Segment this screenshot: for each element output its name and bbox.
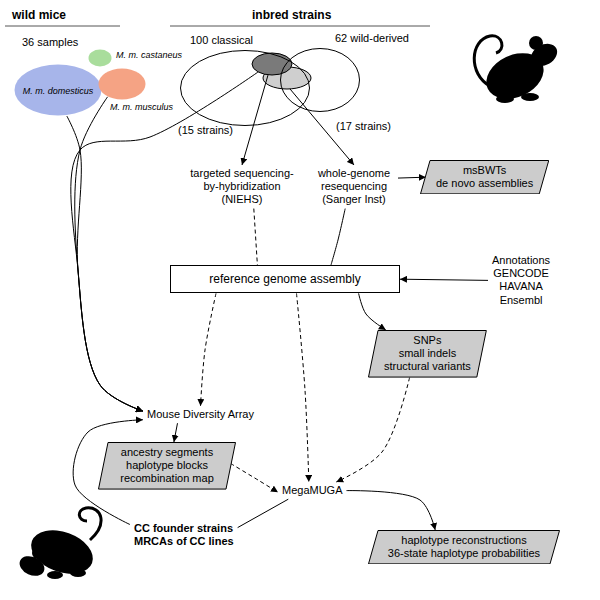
node-text: MRCAs of CC lines: [134, 535, 234, 548]
node-text: 62 wild-derived: [335, 32, 409, 45]
node-text: M. m. musculus: [110, 102, 173, 113]
data-parallelogram: SNPssmall indelsstructural variants: [368, 330, 487, 378]
node-text: M. m. domesticus: [14, 86, 102, 97]
node-text: ancestry segments: [114, 446, 220, 459]
subspecies-ellipse: M. m. castaneus: [88, 49, 112, 67]
node-text: Annotations: [492, 254, 550, 267]
connector: [398, 177, 426, 179]
mouse-silhouette: [16, 508, 101, 582]
node-text: msBWTs: [436, 164, 533, 177]
connector: [359, 293, 386, 330]
node-text: small indels: [384, 347, 471, 360]
ellipse-outline: [280, 48, 360, 112]
ellipse-shape: [15, 65, 102, 116]
connector: [75, 97, 143, 411]
node-text: (NIEHS): [187, 193, 297, 206]
process-box: reference genome assembly: [170, 265, 400, 293]
column-header: inbred strains: [252, 8, 331, 22]
data-parallelogram: msBWTsde novo assemblies: [420, 160, 549, 194]
ellipse-outline: [88, 49, 112, 67]
node-text: HAVANA: [492, 280, 550, 293]
annotation-text: AnnotationsGENCODEHAVANAEnsembl: [488, 252, 554, 309]
array-text: Mouse Diversity Array: [143, 406, 258, 423]
connector: [174, 423, 178, 442]
parallelogram-shape: [421, 161, 549, 194]
connector: [400, 279, 488, 280]
parallelogram-shape: [99, 443, 236, 490]
header-rule: [170, 26, 430, 27]
node-text: MegaMUGA: [282, 484, 343, 497]
mouse-silhouette: [474, 36, 561, 108]
node-text: M. m. castaneus: [116, 50, 182, 61]
strain-set-ellipse: 100 classical: [180, 50, 310, 126]
ellipse-shape: [99, 69, 146, 100]
data-parallelogram: ancestry segmentshaplotype blocksrecombi…: [98, 442, 236, 490]
ellipse-outline: [98, 68, 146, 100]
method-text: targeted sequencing-by-hybridization(NIE…: [183, 165, 301, 209]
strain-set-ellipse: 62 wild-derived: [280, 48, 360, 112]
connector: [200, 293, 216, 406]
population-text: CC founder strainsMRCAs of CC lines: [130, 520, 238, 550]
node-text: haplotype blocks: [114, 459, 220, 472]
node-text: targeted sequencing-by-hybridization: [187, 167, 297, 193]
connector: [297, 293, 309, 482]
data-parallelogram: haplotype reconstructions36-state haplot…: [368, 530, 560, 564]
node-text: recombination map: [114, 472, 220, 485]
connector: [331, 209, 345, 265]
connector: [254, 209, 258, 265]
connector: [242, 75, 268, 165]
node-text: 36-state haplotype probabilities: [384, 547, 544, 560]
parallelogram-shape: [369, 531, 560, 564]
connector: [230, 463, 278, 492]
strain-count: (15 strains): [178, 124, 233, 137]
subspecies-ellipse: M. m. domesticus: [14, 64, 102, 116]
connector: [238, 499, 289, 527]
node-text: reference genome assembly: [179, 272, 391, 286]
header-rule: [5, 26, 120, 27]
node-text: Mouse Diversity Array: [147, 408, 254, 421]
node-text: (Sanger Inst): [314, 193, 394, 206]
ellipse-outline: [180, 50, 310, 126]
ellipse-shape: [89, 50, 112, 67]
column-header: wild mice: [12, 8, 66, 22]
ellipse-shape: [181, 51, 310, 126]
ellipse-shape: [281, 49, 360, 112]
parallelogram-shape: [369, 331, 487, 378]
node-text: de novo assemblies: [436, 177, 533, 190]
node-text: 100 classical: [190, 34, 253, 47]
sample-count: 36 samples: [22, 36, 78, 49]
node-text: structural variants: [384, 360, 471, 373]
connector: [336, 378, 409, 482]
node-text: haplotype reconstructions: [384, 534, 544, 547]
connector: [71, 72, 258, 411]
node-text: whole-genome resequencing: [314, 167, 394, 193]
node-text: SNPs: [384, 334, 471, 347]
array-text: MegaMUGA: [278, 482, 347, 499]
method-text: whole-genome resequencing(Sanger Inst): [310, 165, 398, 209]
node-text: CC founder strains: [134, 522, 234, 535]
connector: [347, 491, 436, 530]
node-text: GENCODE: [492, 267, 550, 280]
node-text: Ensembl: [492, 294, 550, 307]
strain-count: (17 strains): [336, 120, 391, 133]
subspecies-ellipse: M. m. musculus: [98, 68, 146, 100]
